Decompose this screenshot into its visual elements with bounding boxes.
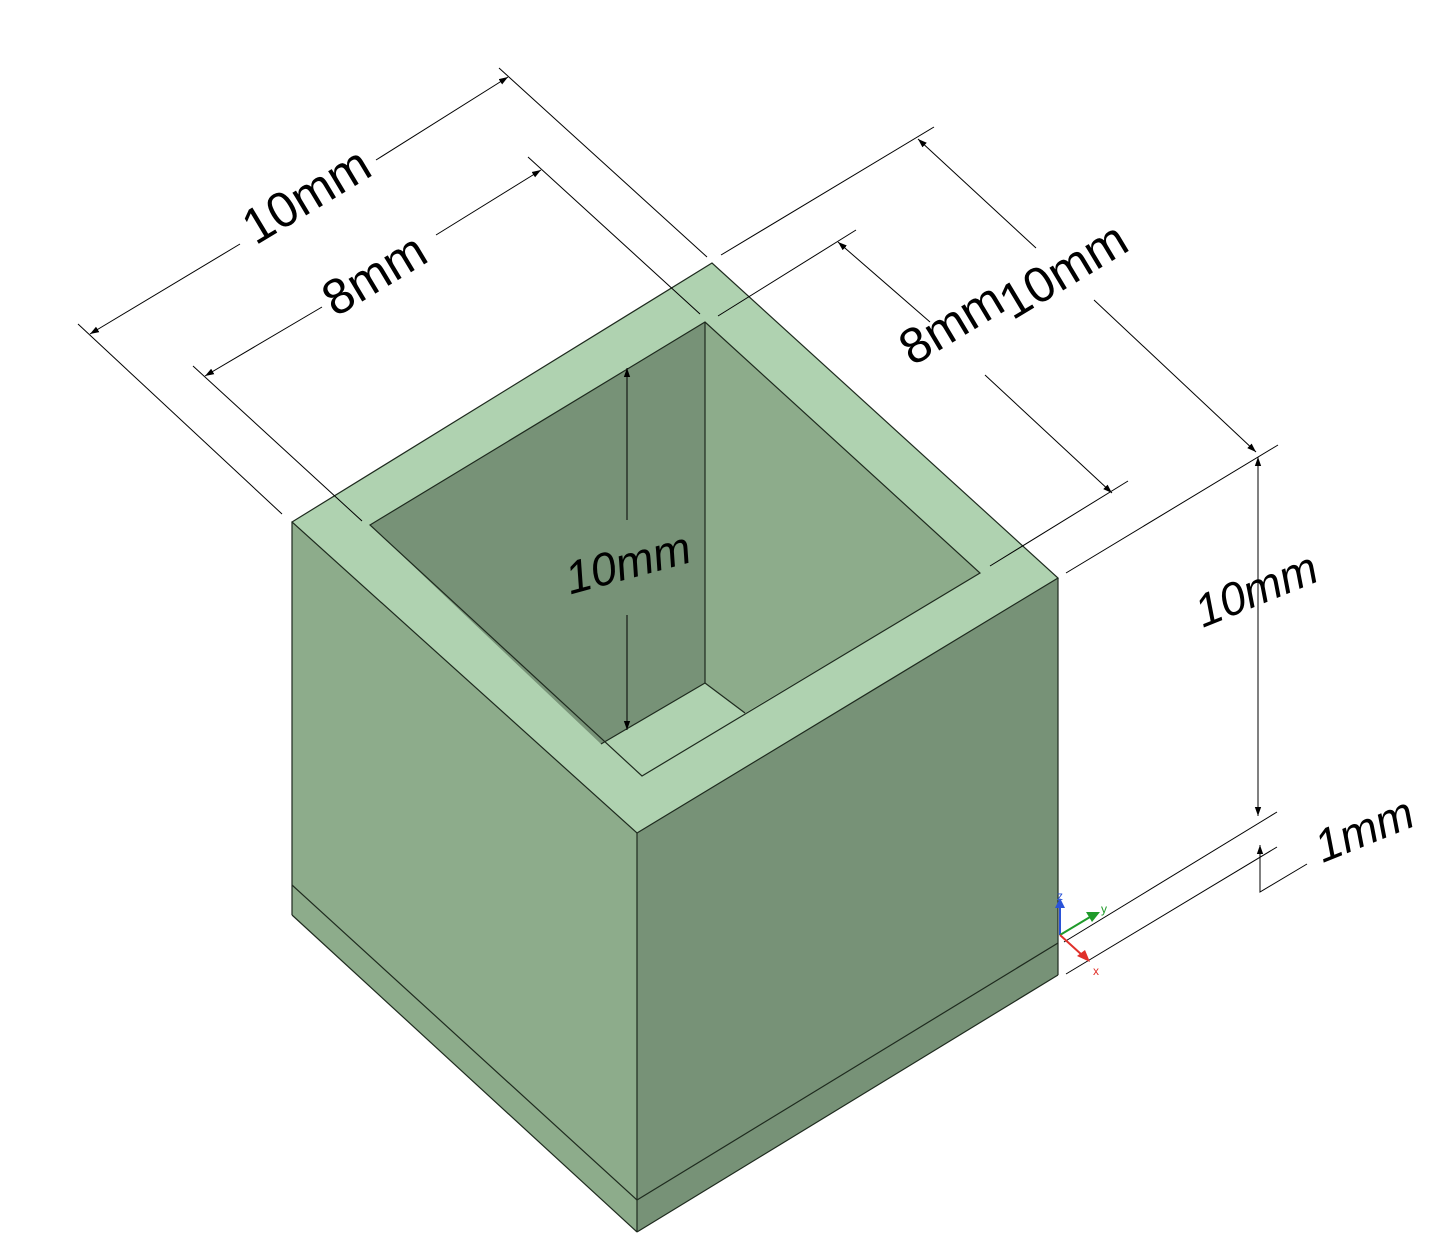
ext-line-inner-left-b	[527, 156, 701, 315]
dim-line-outer-right-b	[1093, 299, 1257, 453]
ext-line-outer-right-b	[1065, 444, 1279, 574]
dim-line-inner-left-b	[435, 169, 542, 236]
dim-line-inner-right-a	[837, 241, 931, 323]
dim-line-inner-right-b	[984, 374, 1113, 494]
axis-x-line	[1059, 934, 1083, 956]
dim-line-outer-right-a	[917, 138, 1037, 249]
ext-line-outer-left-b	[498, 67, 708, 258]
dim-line-outer-left-a	[89, 243, 241, 335]
dim-label-outer-width-right: 10mm	[989, 211, 1137, 331]
ext-line-height-bottom	[1063, 811, 1278, 943]
model-edges	[291, 262, 1059, 1233]
cavity-back-left-wall	[370, 322, 705, 744]
axis-x-arrow	[1077, 950, 1090, 962]
dimension-annotations	[77, 67, 1308, 975]
dim-line-outer-left-b	[375, 76, 509, 161]
leader-base-thickness	[1259, 863, 1308, 893]
ext-line-base-bottom	[1065, 846, 1278, 975]
dim-label-wall-height: 10mm	[1187, 541, 1325, 637]
dim-label-inner-width-left: 8mm	[312, 222, 436, 327]
axis-z-arrow	[1055, 898, 1065, 908]
axis-y-label: y	[1101, 902, 1107, 916]
axis-y-line	[1059, 916, 1091, 936]
right-outer-face[interactable]	[637, 578, 1058, 1232]
left-outer-face[interactable]	[292, 522, 637, 1232]
axis-y-arrow	[1086, 912, 1100, 922]
dim-label-outer-width-left: 10mm	[232, 136, 380, 256]
axis-x-label: x	[1093, 964, 1099, 978]
axis-triad: z y x	[1055, 889, 1107, 978]
dim-label-base-thickness: 1mm	[1307, 786, 1421, 873]
cavity-floor	[601, 683, 745, 776]
ext-line-outer-right-a	[720, 126, 935, 256]
cavity-back-right-wall	[705, 322, 980, 713]
dim-line-inner-left-a	[204, 306, 323, 377]
ext-line-outer-left-a	[77, 323, 283, 515]
ext-line-inner-right-b	[989, 480, 1129, 567]
hollow-cube-part[interactable]	[291, 262, 1059, 1233]
ext-line-inner-right-a	[717, 229, 857, 317]
ext-line-inner-left-a	[192, 365, 363, 522]
axis-z-label: z	[1057, 889, 1063, 903]
